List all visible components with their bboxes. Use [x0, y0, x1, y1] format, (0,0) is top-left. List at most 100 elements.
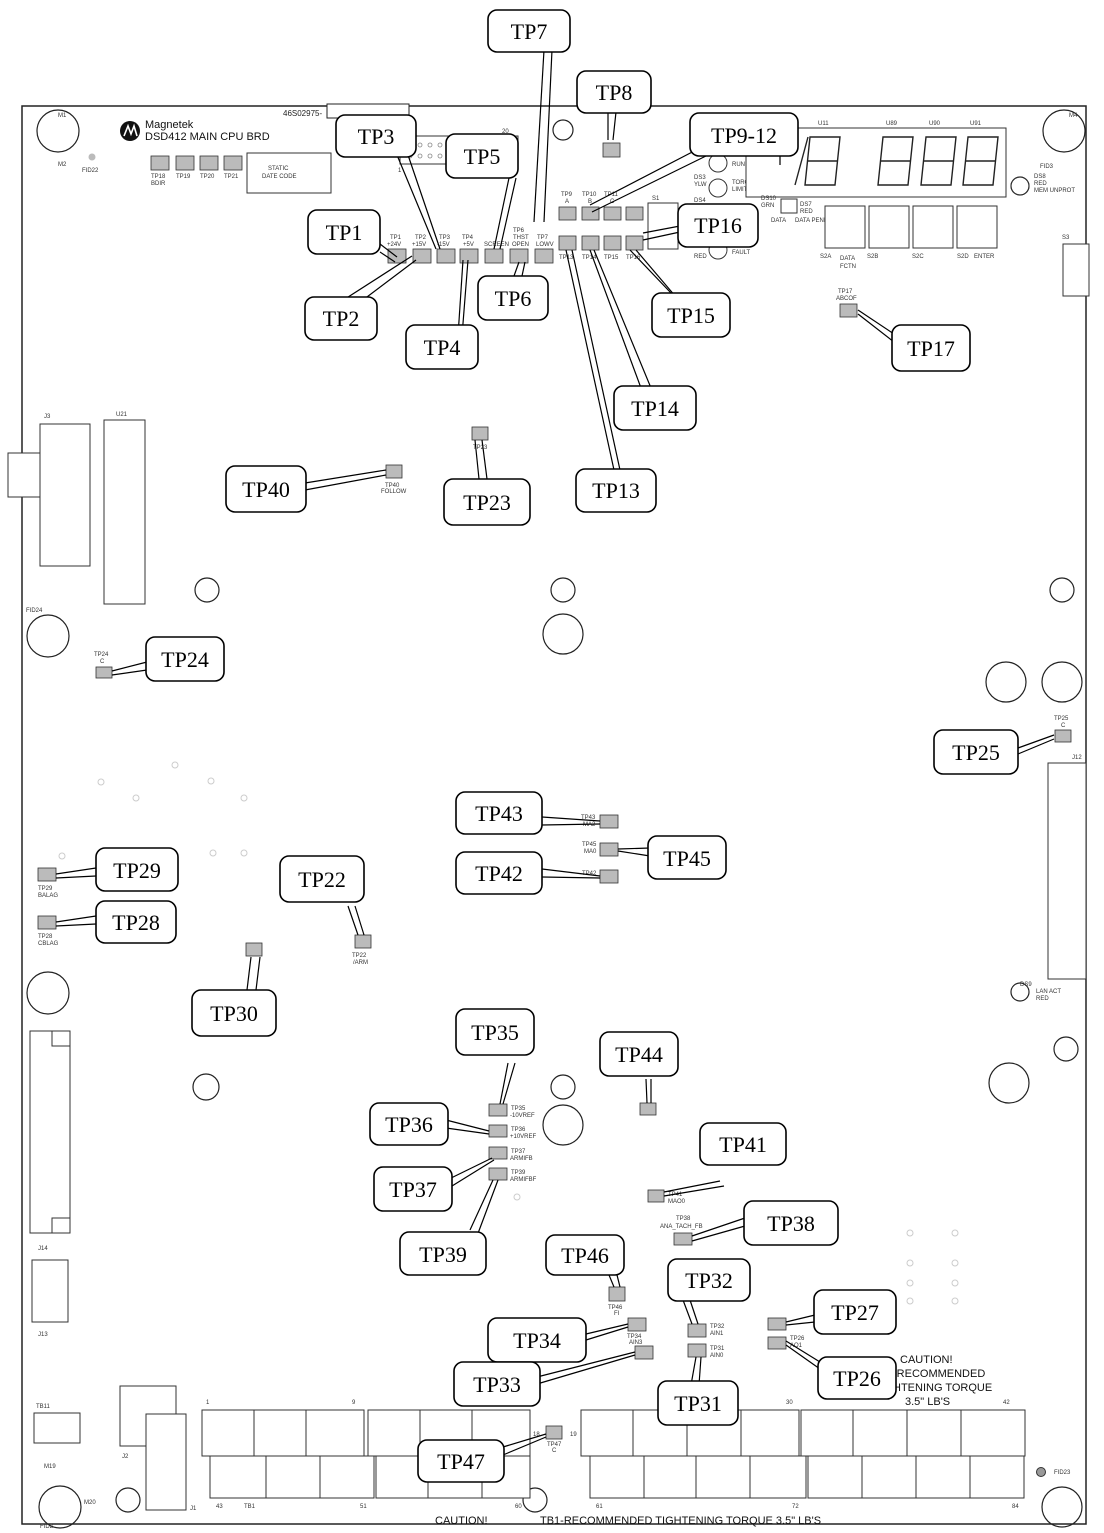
- data-label: DATA: [771, 218, 786, 224]
- tp20-label: TP20: [200, 174, 215, 180]
- callout-boxes: [95, 9, 1019, 1483]
- tp7-silk-value: LOWV: [536, 242, 554, 248]
- tb-pin61: 61: [596, 1504, 603, 1510]
- s2b-label: S2B: [867, 254, 878, 260]
- tp30-pad: [245, 942, 263, 957]
- callout-tp3: TP3: [358, 124, 395, 149]
- tb1-label: TB1: [244, 1504, 256, 1510]
- tp31-pad: [687, 1343, 707, 1358]
- ds9-color: RED: [1036, 996, 1049, 1002]
- tp47-pad: [545, 1425, 563, 1440]
- tp18-21-pads: [150, 155, 243, 171]
- callout-tp40: TP40: [242, 477, 290, 502]
- j1-connector: [145, 1413, 187, 1511]
- callout-tp34: TP34: [513, 1328, 561, 1353]
- tp34-pad: [627, 1317, 647, 1332]
- tp35-silk: TP35: [511, 1106, 526, 1112]
- tp18-value: BDIR: [151, 181, 166, 187]
- callout-tp25: TP25: [952, 740, 1000, 765]
- tp26-pad: [767, 1336, 787, 1350]
- tp41-pad: [647, 1189, 665, 1203]
- tp3-silk: TP3: [439, 235, 451, 241]
- ds9-label: DS9: [1020, 982, 1032, 988]
- ds10-color: GRN: [761, 203, 774, 209]
- ds4-label: DS4: [694, 198, 706, 204]
- callout-tp14: TP14: [631, 396, 679, 421]
- fault-led-label: FAULT: [732, 250, 751, 256]
- limit-led-label: LIMIT: [732, 187, 748, 193]
- tp26-silk: TP26: [790, 1336, 805, 1342]
- tp6-silk-value1: THST: [513, 235, 529, 241]
- m20-label: M20: [84, 1500, 96, 1506]
- callout-tp22: TP22: [298, 867, 346, 892]
- tp45-pad: [599, 842, 619, 857]
- tp25-silk: TP25: [1054, 716, 1069, 722]
- callout-tp5: TP5: [464, 144, 501, 169]
- tp39-silk-value: ARMIFBF: [510, 1177, 537, 1183]
- tb-pin72: 72: [792, 1504, 799, 1510]
- tp2-silk-value: +15V: [412, 242, 426, 248]
- j1-label: J1: [190, 1506, 197, 1512]
- tp38-silk-value: ANA_TACH_FB: [660, 1224, 703, 1230]
- datapend-label: DATA PEND: [795, 218, 829, 224]
- fid3-label: FID3: [1040, 164, 1054, 170]
- callout-tp28: TP28: [112, 910, 160, 935]
- run-led-label: RUN: [732, 162, 745, 168]
- callout-tp30: TP30: [210, 1001, 258, 1026]
- s3-label: S3: [1062, 235, 1070, 241]
- tp44-pad: [639, 1102, 657, 1116]
- callout-tp4: TP4: [424, 335, 461, 360]
- tp41-silk-value: MAO0: [668, 1199, 686, 1205]
- leader-lines: [55, 49, 1055, 1456]
- tp17-pad: [839, 303, 858, 318]
- board-model: DSD412 MAIN CPU BRD: [145, 131, 270, 143]
- tp32-silk: TP32: [710, 1324, 725, 1330]
- tb-pin43: 43: [216, 1504, 223, 1510]
- callout-tp24: TP24: [161, 647, 209, 672]
- tp29-silk: TP29: [38, 886, 53, 892]
- j14-key2: [51, 1217, 71, 1234]
- ds8-label: DS8: [1034, 174, 1046, 180]
- tp40-silk: TP40: [385, 483, 400, 489]
- tp35-39-pads: [488, 1103, 508, 1181]
- ds8-led: [1010, 176, 1030, 196]
- tp42-silk: TP42: [582, 871, 597, 877]
- enter-label: ENTER: [974, 254, 995, 260]
- callout-tp27: TP27: [831, 1300, 879, 1325]
- tp15-silk: TP15: [604, 255, 619, 261]
- tp1-7-pads: [387, 248, 554, 264]
- j14-key: [51, 1030, 71, 1047]
- tb11-block: [33, 1412, 81, 1444]
- tp1-silk-value: +24V: [387, 242, 401, 248]
- fiducial: [1036, 1467, 1046, 1477]
- tp40-pad: [385, 464, 403, 479]
- tp46-pad: [608, 1286, 626, 1302]
- ds7-color: RED: [800, 209, 813, 215]
- s3-switch: [1062, 243, 1090, 297]
- tp32-silk-value: AIN1: [710, 1331, 724, 1337]
- callout-tp2: TP2: [323, 306, 360, 331]
- part-number: 46S02975-: [283, 109, 322, 118]
- tp6-silk-value2: OPEN: [512, 242, 529, 248]
- m4-label: M4: [1069, 113, 1078, 119]
- tp28-pad: [37, 915, 57, 930]
- tp33-pad: [634, 1345, 654, 1360]
- callout-tp45: TP45: [663, 846, 711, 871]
- right-caution-1: CAUTION!: [900, 1354, 953, 1366]
- tp29-silk-value: BALAG: [38, 893, 58, 899]
- header-pin20: 20: [502, 129, 509, 135]
- tp4-silk-value: +5V: [463, 242, 474, 248]
- tp43-pad: [599, 814, 619, 829]
- tp9-silk: TP9: [561, 192, 573, 198]
- tp11-silk: TP11: [604, 192, 619, 198]
- j12-label: J12: [1072, 755, 1082, 761]
- mounting-holes: [26, 109, 1086, 1529]
- board-outline: [21, 105, 1087, 1525]
- date-code-line1: STATIC: [268, 166, 289, 172]
- fid2-label: FID2: [40, 1524, 54, 1530]
- tp43-silk: TP43: [581, 815, 596, 821]
- ds7-ds10: [780, 198, 798, 214]
- tp31-silk-value: AIN0: [710, 1353, 724, 1359]
- fid22-label: FID22: [82, 168, 99, 174]
- callout-tp36: TP36: [385, 1112, 433, 1137]
